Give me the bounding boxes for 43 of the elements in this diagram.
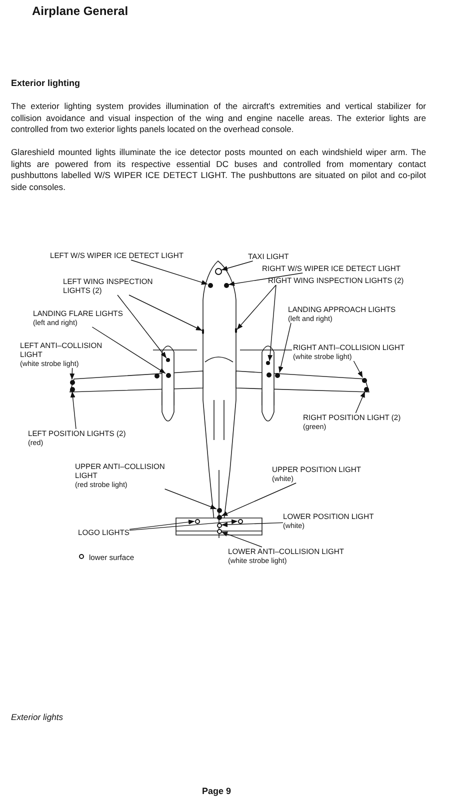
body-paragraph: Glareshield mounted lights illuminate the ice detector posts mounted on each windshield wiper arm. The lights are powered from its respective essential DC buses and controlled from momentary contact pushbuttons labelled W/S WIPER ICE DETECT LIGHT. The pushbuttons are situated on pilot and co-pilot side consoles. (11, 147, 426, 193)
leader-line (221, 260, 254, 271)
light-marker (364, 386, 368, 392)
leader-line (130, 260, 208, 285)
light-marker (266, 361, 270, 365)
leader-line (236, 284, 276, 330)
light-marker (238, 518, 242, 524)
leader-line (128, 294, 202, 331)
section-heading: Exterior lighting (11, 78, 80, 88)
leader-line (221, 482, 296, 516)
light-marker (194, 518, 200, 524)
body-paragraph: The exterior lighting system provides illumination of the aircraft's extremities and vertical stabilizer for collision avoidance and visual inspection of the wing and engine nacelle areas. The exterior lights are controlled from two exterior lights panels located on the overhead console. (11, 101, 426, 136)
light-marker (274, 372, 280, 378)
leader-line (278, 322, 292, 373)
light-marker (224, 282, 228, 288)
leader-line (221, 522, 284, 528)
leader-line (164, 488, 217, 510)
page-title: Airplane General (32, 4, 128, 18)
leader-line (355, 391, 366, 414)
light-marker (166, 358, 170, 362)
light-marker (202, 328, 204, 334)
figure-caption: Exterior lights (11, 712, 64, 722)
leader-line (353, 360, 363, 378)
light-marker (70, 380, 74, 384)
light-marker (216, 522, 222, 528)
leader-line (228, 272, 303, 286)
light-marker (216, 514, 222, 520)
light-marker (208, 282, 212, 288)
leader-line (129, 520, 195, 530)
light-marker (216, 528, 222, 534)
light-marker (166, 372, 170, 378)
light-marker (235, 328, 237, 332)
leader-line (268, 284, 276, 362)
leader-line (221, 532, 262, 548)
leader-line (70, 368, 75, 380)
light-marker (216, 508, 222, 512)
light-marker (70, 386, 74, 392)
leader-line (129, 519, 238, 531)
leader-line (92, 326, 166, 374)
leader-line (70, 391, 76, 430)
light-marker (362, 378, 366, 382)
leader-line (117, 294, 167, 358)
page-number: Page 9 (202, 786, 232, 796)
